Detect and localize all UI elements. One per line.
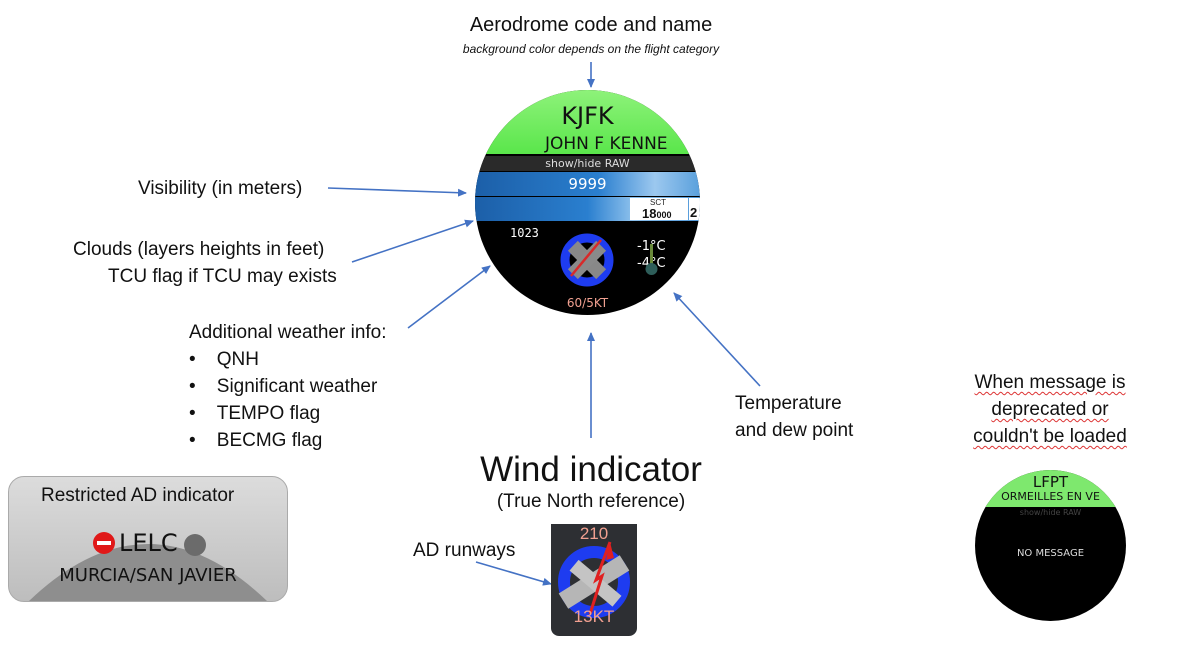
wind-value: 60/5KT [566, 296, 609, 310]
list-item: • QNH [189, 349, 260, 370]
deprecated-annotation-line1: When message is [974, 372, 1126, 393]
cloud-layer-2-height: 2 [690, 205, 698, 220]
list-item: • Significant weather [189, 376, 378, 397]
no-message-raw-toggle[interactable]: show/hide RAW [1019, 508, 1082, 517]
wind-annotation-subtitle: (True North reference) [496, 491, 686, 512]
clouds-annotation-line2: TCU flag if TCU may exists [108, 266, 337, 287]
no-message-header [975, 470, 1126, 507]
restricted-name: MURCIA/SAN JAVIER [59, 565, 237, 586]
thermometer-icon [645, 244, 658, 275]
deprecated-annotation-line3: couldn't be loaded [973, 426, 1127, 447]
aerodrome-header [475, 90, 700, 154]
restricted-annotation: Restricted AD indicator [41, 485, 235, 506]
aerodrome-code: KJFK [561, 102, 614, 130]
wind-rose-icon [560, 233, 614, 287]
restricted-ad-panel: Restricted AD indicator LELC MURCIA/SAN … [8, 476, 288, 602]
aerodrome-annotation-title: Aerodrome code and name [469, 14, 713, 36]
restricted-dome [29, 544, 267, 601]
visibility-annotation: Visibility (in meters) [138, 178, 303, 199]
aerodrome-name: JOHN F KENNE [545, 134, 668, 154]
no-message-text: NO MESSAGE [1016, 548, 1085, 559]
wind-direction: 210 [579, 524, 609, 543]
arrow-runways [475, 561, 552, 586]
no-message-widget[interactable]: LFPT ORMEILLES EN VE show/hide RAW NO ME… [975, 470, 1126, 621]
arrow-clouds [351, 219, 474, 263]
additional-annotation-list: • QNH • Significant weather • TEMPO flag… [189, 346, 377, 454]
clouds-annotation-line1: Clouds (layers heights in feet) [73, 239, 325, 260]
cloud-layer-2: 2 [689, 198, 700, 220]
visibility-bar: 9999 [475, 172, 700, 196]
cloud-layer: SCT 18000 [630, 198, 688, 221]
no-message-name: ORMEILLES EN VE [1001, 490, 1100, 503]
qnh-value: 1023 [510, 226, 539, 240]
runways-annotation: AD runways [413, 540, 516, 561]
show-hide-raw-button[interactable]: show/hide RAW [475, 156, 700, 171]
list-item: • BECMG flag [189, 430, 323, 451]
cloud-layer-height: 18000 [642, 206, 672, 221]
no-entry-icon [93, 532, 115, 554]
aerodrome-widget[interactable]: KJFK JOHN F KENNE show/hide RAW 9999 SCT… [475, 90, 700, 315]
additional-annotation-title: Additional weather info: [189, 322, 387, 343]
temperature-annotation-line2: and dew point [735, 420, 854, 441]
restricted-code: LELC [119, 529, 178, 557]
aerodrome-annotation-subtitle: background color depends on the flight c… [462, 42, 720, 56]
no-message-code: LFPT [1032, 473, 1069, 491]
temperature-annotation-line1: Temperature [735, 393, 842, 414]
wind-speed: 13KT [573, 607, 615, 626]
list-item: • TEMPO flag [189, 403, 321, 424]
wind-annotation-title: Wind indicator [480, 450, 702, 489]
clouds-bar: SCT 18000 2 [475, 197, 700, 221]
arrow-visibility [327, 187, 467, 197]
cloud-layer-type: SCT [650, 198, 666, 207]
visibility-value: 9999 [568, 175, 607, 193]
wind-indicator-widget: 210 13KT [551, 524, 637, 636]
status-dot-icon [184, 534, 206, 556]
deprecated-annotation-line2: deprecated or [991, 399, 1109, 420]
wind-indicator-icon [558, 541, 630, 618]
deprecated-annotation: When message is deprecated or couldn't b… [940, 369, 1160, 450]
